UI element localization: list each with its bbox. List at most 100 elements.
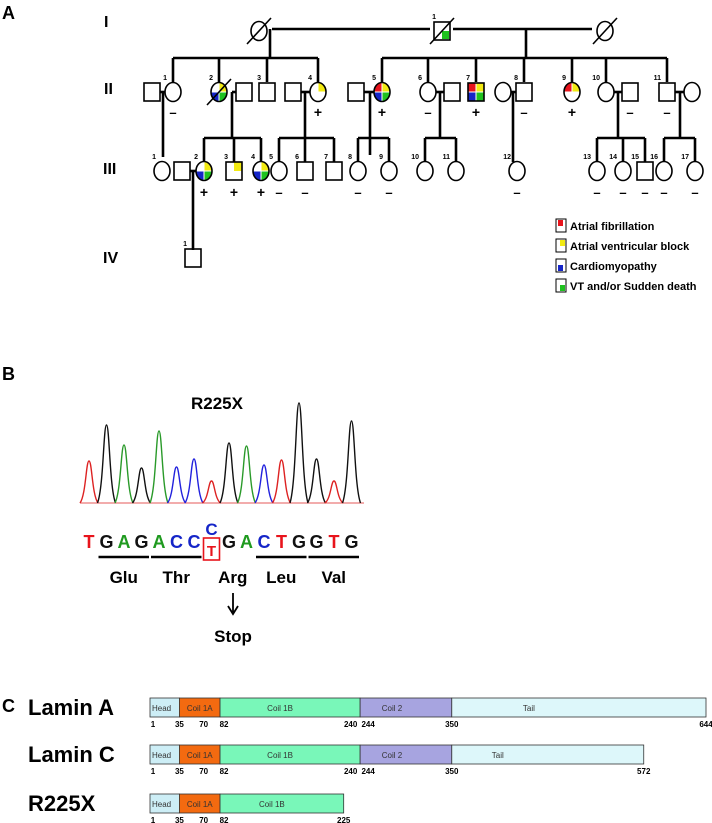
- deceased-mark: [246, 17, 272, 45]
- sequence-base: G: [344, 532, 358, 552]
- individual-number: 15: [631, 154, 639, 161]
- individual-number: 13: [583, 154, 591, 161]
- residue-tick: 35: [175, 816, 184, 823]
- individual-number: 11: [654, 75, 662, 82]
- genotype-status: +: [230, 184, 238, 200]
- pedigree-individual: 6–: [295, 154, 314, 200]
- sequence-base: G: [222, 532, 236, 552]
- pedigree-individual: [235, 82, 253, 102]
- panel-label-c: C: [2, 696, 15, 716]
- pedigree-individual: 9–: [379, 154, 398, 200]
- trace-peak-C: [254, 464, 274, 504]
- genotype-status: –: [169, 105, 176, 120]
- female-symbol: [596, 20, 614, 42]
- domain-label: Coil 1A: [187, 751, 213, 760]
- domain-tail: [451, 744, 645, 765]
- residue-tick: 1: [151, 720, 156, 729]
- pedigree-individual: 16–: [650, 154, 673, 200]
- male-symbol: [347, 82, 365, 102]
- trait-fill-vt: [382, 92, 390, 102]
- pedigree-individual: 6–: [418, 75, 437, 120]
- pedigree-individual: [284, 82, 302, 102]
- codon-label: Glu: [110, 568, 138, 587]
- pedigree-individual: 2+: [194, 154, 213, 200]
- individual-number: 4: [251, 154, 255, 161]
- genotype-status: +: [472, 104, 480, 120]
- trace-peak-A: [114, 444, 134, 504]
- trace-peak-T: [201, 480, 222, 504]
- pedigree-individual: [683, 81, 701, 103]
- residue-tick: 244: [361, 720, 375, 729]
- female-symbol: [508, 160, 526, 182]
- domain-label: Coil 1B: [259, 800, 285, 809]
- pedigree-individual: 1: [183, 241, 202, 268]
- residue-tick: 1: [151, 767, 156, 776]
- pedigree-individual: –: [621, 82, 639, 120]
- individual-number: 12: [503, 154, 511, 161]
- trace-peak-C: [166, 466, 187, 504]
- legend-label: Atrial fibrillation: [570, 221, 655, 233]
- domain-label: Head: [152, 751, 171, 760]
- trait-fill-vt: [442, 31, 449, 39]
- individual-number: 1: [432, 14, 436, 21]
- genotype-status: +: [568, 104, 576, 120]
- sequence-base: G: [134, 532, 148, 552]
- individual-number: 4: [308, 75, 312, 82]
- sequence-base: T: [329, 532, 340, 552]
- male-symbol: [225, 161, 243, 181]
- sequence-base: C: [258, 532, 271, 552]
- domain-label: Coil 2: [382, 751, 403, 760]
- individual-number: 5: [269, 154, 273, 161]
- male-symbol: [296, 161, 314, 181]
- protein-name: Lamin C: [28, 742, 115, 767]
- residue-tick: 350: [445, 767, 459, 776]
- pedigree-individual: 11: [443, 154, 465, 182]
- individual-number: 1: [183, 241, 187, 248]
- legend-item: Cardiomyopathy: [555, 258, 658, 273]
- trait-fill-cm: [468, 92, 476, 101]
- female-symbol: [270, 160, 288, 182]
- pedigree-individual: [173, 161, 191, 181]
- trace-peak-G: [219, 442, 239, 504]
- individual-number: 1: [152, 154, 156, 161]
- domain-coil-1b: [219, 793, 345, 814]
- residue-tick: 225: [337, 816, 351, 823]
- residue-tick: 350: [445, 720, 459, 729]
- pedigree-individual: 15–: [631, 154, 654, 200]
- male-symbol: [284, 82, 302, 102]
- mutation-box: [202, 537, 221, 561]
- sequence-base: A: [240, 532, 253, 552]
- individual-number: 9: [562, 75, 566, 82]
- trait-fill-vt: [476, 92, 484, 101]
- domain-label: Coil 2: [382, 704, 403, 713]
- individual-number: 16: [650, 154, 658, 161]
- individual-number: 17: [681, 154, 689, 161]
- female-symbol: [683, 81, 701, 103]
- pedigree-individual: 7+: [466, 75, 485, 120]
- generation-label: I: [104, 14, 108, 31]
- trait-fill-avb: [382, 82, 390, 92]
- chromatogram-title: R225X: [191, 394, 244, 413]
- genotype-status: –: [626, 105, 633, 120]
- codon-label: Leu: [266, 568, 296, 587]
- male-symbol: [515, 82, 533, 102]
- female-symbol: [597, 81, 615, 103]
- female-symbol: [686, 160, 704, 182]
- trace-peak-G: [96, 424, 117, 504]
- trait-fill-avb: [234, 162, 242, 171]
- pedigree-individual: [246, 17, 272, 45]
- pedigree-individual: 10: [411, 154, 434, 182]
- legend-swatch: [558, 265, 563, 271]
- trait-fill-avb: [204, 161, 212, 171]
- residue-tick: 644: [699, 720, 712, 729]
- male-symbol: [658, 82, 676, 102]
- trait-fill-vt: [261, 171, 269, 181]
- generation-label: III: [103, 161, 116, 178]
- female-symbol: [447, 160, 465, 182]
- individual-number: 2: [194, 154, 198, 161]
- individual-number: 5: [372, 75, 376, 82]
- trait-fill-cm: [196, 171, 204, 181]
- trace-peak-A: [236, 445, 257, 504]
